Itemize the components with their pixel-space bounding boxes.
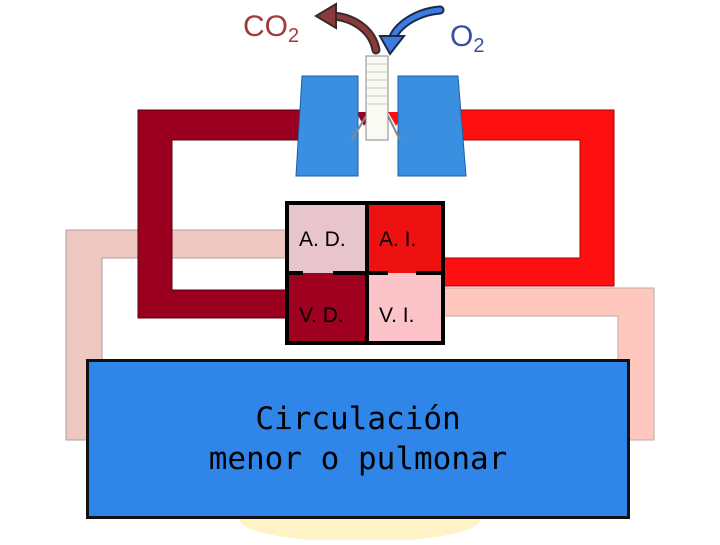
o2-label: O2 — [450, 22, 484, 61]
co2-label-subscript: 2 — [288, 25, 300, 47]
caption-box: Circulación menor o pulmonar — [86, 359, 630, 519]
o2-label-subscript: 2 — [473, 35, 485, 57]
left-ventricle-label: V. I. — [379, 304, 415, 327]
co2-label-base: CO — [243, 10, 288, 43]
left-lung — [397, 75, 467, 177]
heart — [285, 201, 445, 345]
right-ventricle-chamber — [287, 273, 367, 343]
pulmonary-artery — [137, 109, 301, 319]
co2-label: CO2 — [243, 12, 299, 51]
caption-line-1: Circulación — [255, 401, 461, 437]
left-atrium-label: A. I. — [379, 228, 417, 251]
left-atrium-chamber — [367, 203, 443, 273]
right-atrium-chamber — [287, 203, 367, 273]
caption-line-2: menor o pulmonar — [208, 441, 508, 477]
trachea — [351, 55, 401, 141]
o2-arrow-icon — [378, 5, 445, 56]
o2-label-base: O — [450, 20, 474, 53]
pulmonary-vein — [443, 109, 615, 287]
left-ventricle-chamber — [367, 273, 443, 343]
right-ventricle-label: V. D. — [299, 304, 344, 327]
right-atrium-label: A. D. — [299, 228, 346, 251]
right-lung — [295, 75, 359, 177]
co2-arrow-icon — [314, 2, 381, 55]
